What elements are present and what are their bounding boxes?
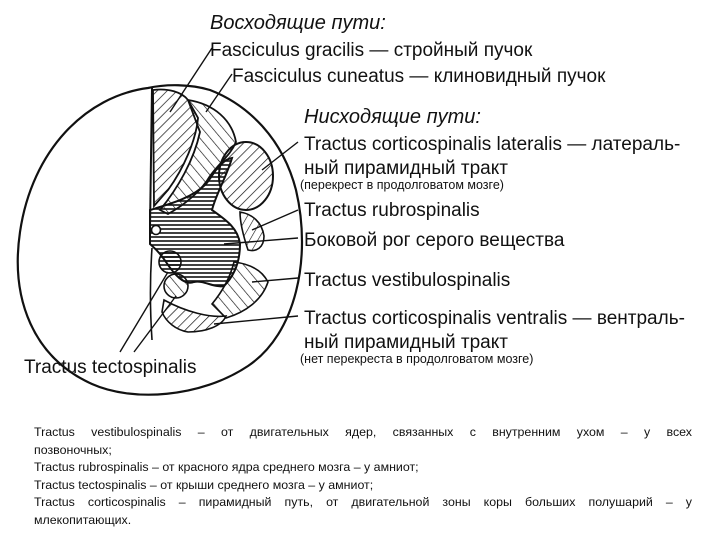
rubrospinalis-label: Tractus rubrospinalis [304,200,480,221]
notes-paragraph: Tractus vestibulospinalis – от двигатель… [34,424,692,529]
ventral-fissure [149,247,153,341]
lateral-corticospinal-area [218,141,274,211]
note-line: Tractus tectospinalis – от крыши среднег… [34,477,374,492]
cs-lateralis-label-2: ный пирамидный тракт [304,158,508,179]
cs-lateralis-note: (перекрест в продолговатом мозге) [300,178,504,192]
cs-ventralis-label-2: ный пирамидный тракт [304,332,508,353]
cs-ventralis-label-1: Tractus corticospinalis ventralis — вент… [304,308,685,329]
vestibulospinalis-label: Tractus vestibulospinalis [304,270,511,291]
cs-ventralis-note: (нет перекреста в продолговатом мозге) [300,352,534,366]
dorsal-septum [149,87,153,229]
tectospinal-circle-lower [163,273,189,299]
note-line: млекопитающих. [34,512,132,527]
spinal-cord-diagram [16,47,304,396]
descending-header: Нисходящие пути: [304,106,481,128]
vestibulospinal-area [210,261,269,319]
rubrospinal-area [239,211,265,252]
lateral-horn-label: Боковой рог серого вещества [304,230,565,251]
cs-lateralis-label-1: Tractus corticospinalis lateralis — лате… [304,134,681,155]
note-line: Tractus vestibulospinalis – от двигатель… [34,425,692,439]
note-line: Tractus corticospinalis – пирамидный пут… [34,495,692,509]
leader-lines [119,47,299,353]
fasciculus-gracilis-label: Fasciculus gracilis — стройный пучок [210,40,533,61]
note-line: Tractus rubrospinalis – от красного ядра… [34,460,419,474]
central-canal [150,224,162,236]
tectospinal-circle-upper [158,250,182,274]
fasciculus-cuneatus-label: Fasciculus cuneatus — клиновидный пучок [232,66,606,87]
ascending-header: Восходящие пути: [210,12,386,34]
cord-outline [16,84,304,396]
fasciculus-cuneatus-area [158,98,237,216]
tectospinalis-label: Tractus tectospinalis [24,357,197,378]
note-line: позвоночных; [34,442,112,457]
ventral-corticospinal-area [161,298,228,333]
